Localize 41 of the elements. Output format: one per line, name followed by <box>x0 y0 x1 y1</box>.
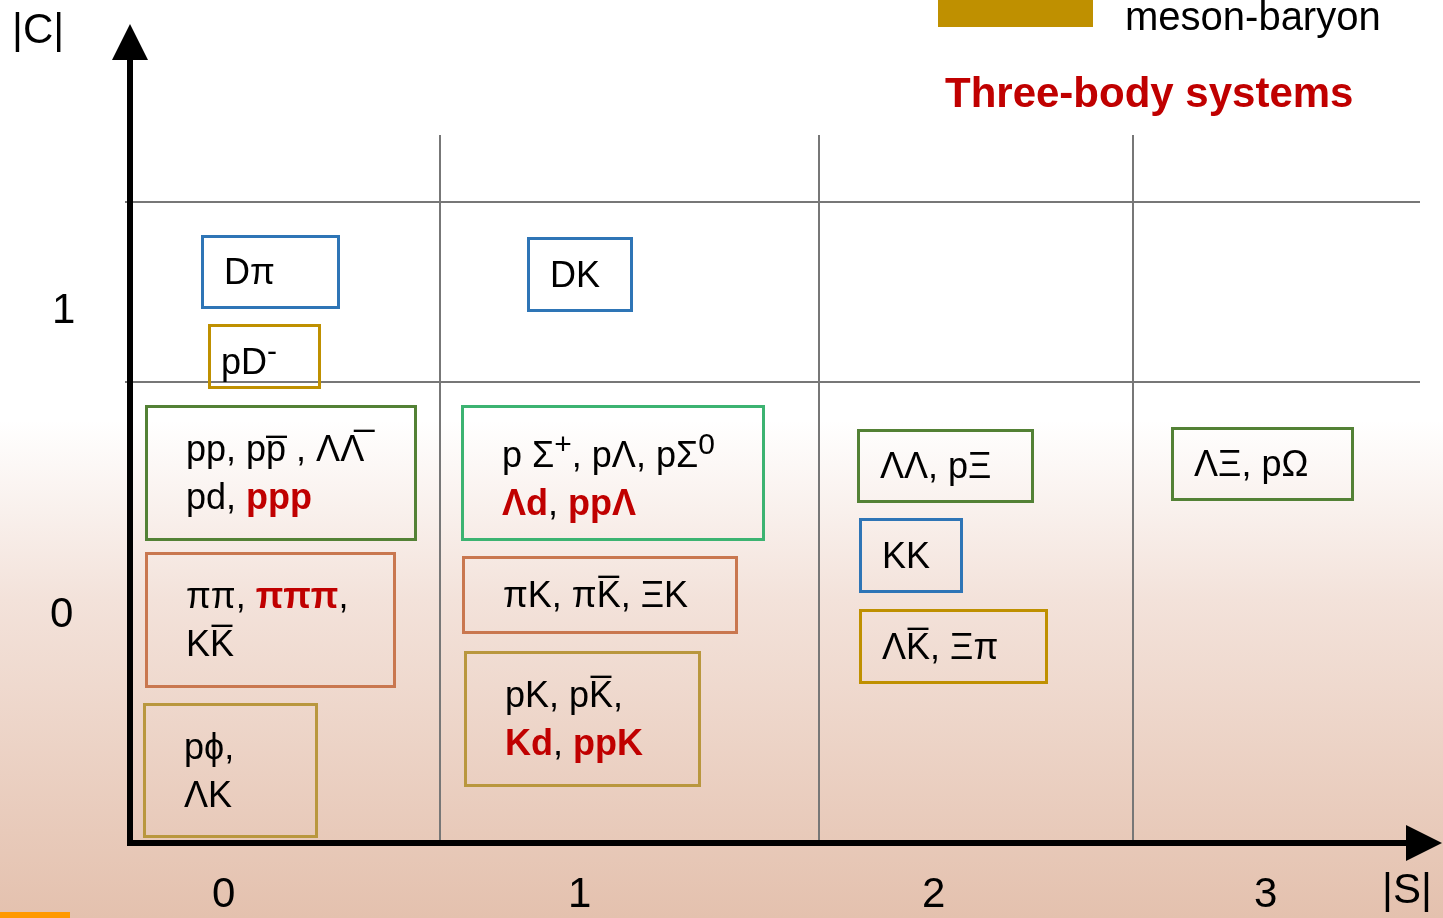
particle-list: Dπ <box>224 248 329 296</box>
particle-list: pd, ppp <box>186 473 400 521</box>
axis-title: |S| <box>1382 868 1432 910</box>
particle-list: πK, πK̅, ΞK <box>503 571 721 619</box>
tick-label: 1 <box>568 872 592 914</box>
tick-label: 2 <box>922 872 946 914</box>
particle-list: KK <box>882 531 952 580</box>
chart-title: Three-body systems <box>945 72 1354 114</box>
particle-list: pp, pp̅ , ΛΛ̅ <box>186 425 400 473</box>
particle-list: ΛΞ, pΩ <box>1194 440 1343 488</box>
particle-list: ΛK̅, Ξπ <box>882 622 1037 671</box>
particle-box <box>464 651 701 787</box>
particle-list: Λd, ppΛ <box>502 478 748 527</box>
particle-box <box>859 518 963 593</box>
particle-list: Kd, ppK <box>505 719 684 767</box>
particle-box <box>859 609 1048 684</box>
particle-box <box>208 324 321 389</box>
particle-box <box>145 405 417 541</box>
legend-label: meson-baryon <box>1125 0 1381 36</box>
tick-label: 1 <box>52 288 76 330</box>
particle-box <box>143 703 318 838</box>
particle-list: pϕ, <box>184 722 301 771</box>
particle-list: ΛK <box>184 770 301 819</box>
particle-box <box>1171 427 1354 501</box>
particle-box <box>201 235 340 309</box>
particle-list: pK, pK̅, <box>505 671 684 719</box>
particle-box <box>461 405 765 541</box>
particle-list: ΛΛ, pΞ <box>880 442 1023 490</box>
particle-box <box>462 556 738 634</box>
tick-label: 3 <box>1254 872 1278 914</box>
particle-list: KK̅ <box>186 620 379 668</box>
tick-label: 0 <box>50 592 74 634</box>
particle-list: ππ, πππ, <box>186 572 379 620</box>
axis-title: |C| <box>12 8 65 50</box>
particle-list: DK <box>550 250 622 299</box>
particle-box <box>145 552 396 688</box>
particle-list: pD$^{-}$ <box>221 327 310 386</box>
particle-box <box>857 429 1034 503</box>
particle-box <box>527 237 633 312</box>
tick-label: 0 <box>212 872 236 914</box>
particle-list: p Σ$^{+}$, pΛ, pΣ$^{0}$ <box>502 419 748 479</box>
